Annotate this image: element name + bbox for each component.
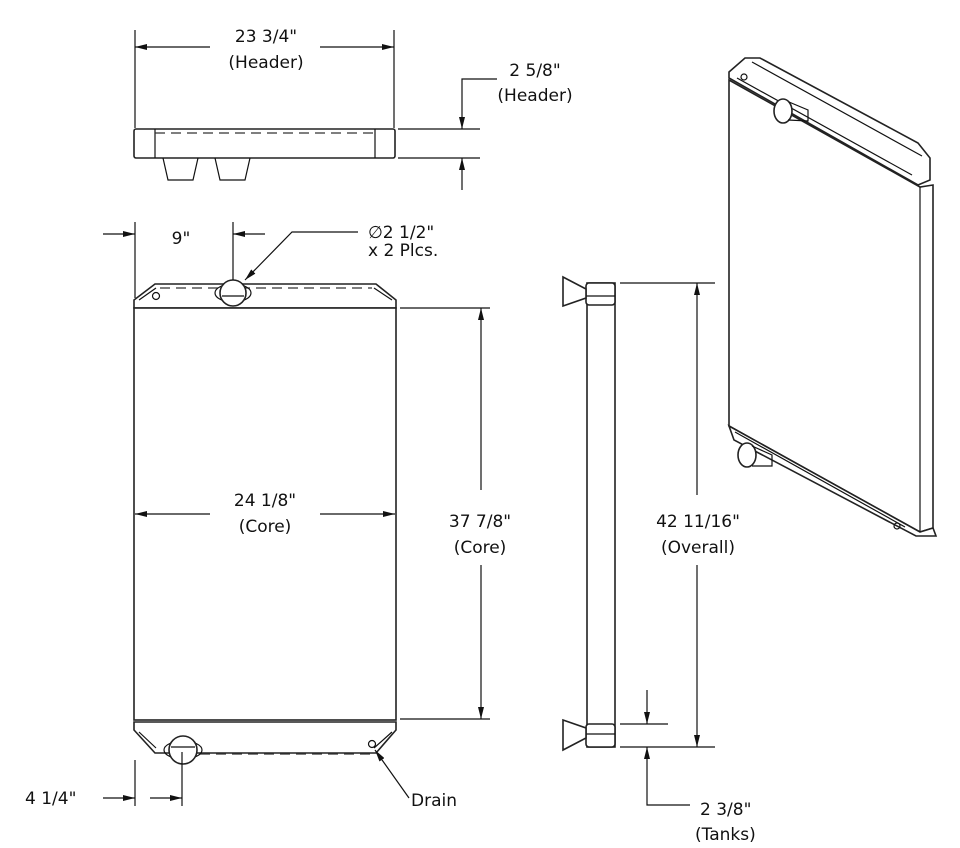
dim-header-width: 23 3/4" (Header) (134, 27, 395, 128)
drain-callout: Drain (374, 749, 457, 811)
dim-port-offset: 9" (103, 222, 265, 298)
side-view (562, 275, 616, 752)
header-depth-value: 2 5/8" (509, 61, 560, 81)
tank-height-label: (Tanks) (695, 825, 756, 845)
bottom-port-offset-value: 4 1/4" (25, 789, 76, 809)
core-width-label: (Core) (239, 517, 292, 537)
top-view (133, 128, 396, 181)
dim-port-diameter: ∅2 1/2" x 2 Plcs. (244, 223, 438, 281)
core-width-value: 24 1/8" (234, 491, 296, 511)
drain-label: Drain (411, 791, 457, 811)
tank-height-value: 2 3/8" (700, 800, 751, 820)
header-depth-label: (Header) (497, 86, 572, 106)
port-offset-value: 9" (172, 229, 191, 249)
dim-core-height: 37 7/8" (Core) (400, 307, 511, 720)
header-width-value: 23 3/4" (235, 27, 297, 47)
dim-core-width: 24 1/8" (Core) (135, 491, 395, 537)
dim-overall-height: 42 11/16" (Overall) (620, 282, 740, 748)
dim-header-depth: 2 5/8" (Header) (398, 61, 573, 190)
header-width-label: (Header) (228, 53, 303, 73)
port-diameter-label: x 2 Plcs. (368, 241, 438, 261)
overall-height-value: 42 11/16" (656, 512, 740, 532)
dim-tank-height: 2 3/8" (Tanks) (620, 690, 756, 845)
isometric-view (727, 57, 938, 537)
dim-bottom-port-offset: 4 1/4" (25, 752, 183, 809)
overall-height-label: (Overall) (661, 538, 735, 558)
core-height-label: (Core) (454, 538, 507, 558)
core-height-value: 37 7/8" (449, 512, 511, 532)
port-diameter-value: ∅2 1/2" (368, 223, 434, 243)
